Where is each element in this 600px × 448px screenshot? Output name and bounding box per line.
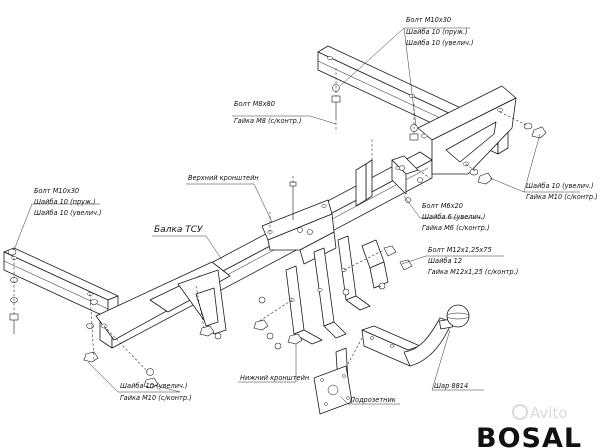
callout-line: Болт М10х30 (406, 16, 451, 24)
label-ball: Шар 8814 (434, 382, 468, 390)
callout-line: Болт М10х30 (34, 187, 79, 195)
brand-logo: BOSAL (472, 423, 600, 448)
left-side-member (3, 247, 119, 319)
callout-bolt-left: Болт М10х30 Шайба 10 (пруж.) Шайба 10 (у… (34, 187, 102, 217)
callout-line: Шайба 10 (увелич.) (526, 182, 594, 190)
callout-line: Гайка М10 (с/контр.) (120, 394, 192, 402)
callout-washer-right: Шайба 10 (увелич.) Гайка М10 (с/контр.) (526, 182, 598, 201)
socket-holder-part (313, 347, 353, 415)
callout-line: Шайба 10 (увелич.) (34, 209, 102, 217)
callout-bolt-m12: Болт М12х1,25х75 Шайба 12 Гайка М12х1,25… (428, 246, 518, 276)
callout-line: Шайба 12 (428, 257, 462, 265)
label-beam: Балка ТСУ (154, 225, 203, 235)
callout-line: Гайка М12х1,25 (с/контр.) (428, 268, 518, 276)
callout-line: Гайка М8 (с/контр.) (234, 117, 302, 125)
lower-bracket-part (285, 235, 389, 345)
main-beam (95, 151, 433, 349)
watermark-text: Avito (530, 404, 568, 422)
callout-bolt-m6: Болт М6х20 Шайба 6 (увелич.) Гайка М6 (с… (422, 202, 490, 232)
label-socket-holder: Подрозетник (350, 396, 396, 404)
callout-line: Болт М8х80 (234, 100, 275, 108)
assembly-lines (13, 68, 529, 373)
callout-line: Шайба 10 (пруж.) (34, 198, 96, 206)
tow-ball-part (361, 304, 470, 367)
watermark: Avito (512, 404, 568, 422)
right-end-plate (417, 85, 517, 175)
callout-bolt-top-right: Болт М10х30 Шайба 10 (пруж.) Шайба 10 (у… (406, 16, 474, 47)
callout-line: Болт М12х1,25х75 (428, 246, 492, 254)
label-upper-bracket: Верхний кронштейн (188, 174, 259, 182)
callout-line: Шайба 10 (увелич.) (120, 382, 188, 390)
callout-line: Шайба 10 (пруж.) (406, 28, 468, 36)
callout-line: Болт М6х20 (422, 202, 463, 210)
fasteners (7, 84, 547, 389)
callout-line: Шайба 10 (увелич.) (406, 39, 474, 47)
leader-lines (13, 27, 580, 405)
label-lower-bracket: Нижний кронштейн (240, 374, 310, 382)
callout-line: Гайка М6 (с/контр.) (422, 224, 490, 232)
callout-line: Гайка М10 (с/контр.) (526, 193, 598, 201)
callout-washer-bottom-left: Шайба 10 (увелич.) Гайка М10 (с/контр.) (120, 382, 192, 402)
callout-line: Шайба 6 (увелич.) (422, 213, 485, 221)
callout-bolt-m8: Болт М8х80 Гайка М8 (с/контр.) (234, 100, 302, 125)
brand-logo-text: BOSAL (476, 423, 582, 448)
